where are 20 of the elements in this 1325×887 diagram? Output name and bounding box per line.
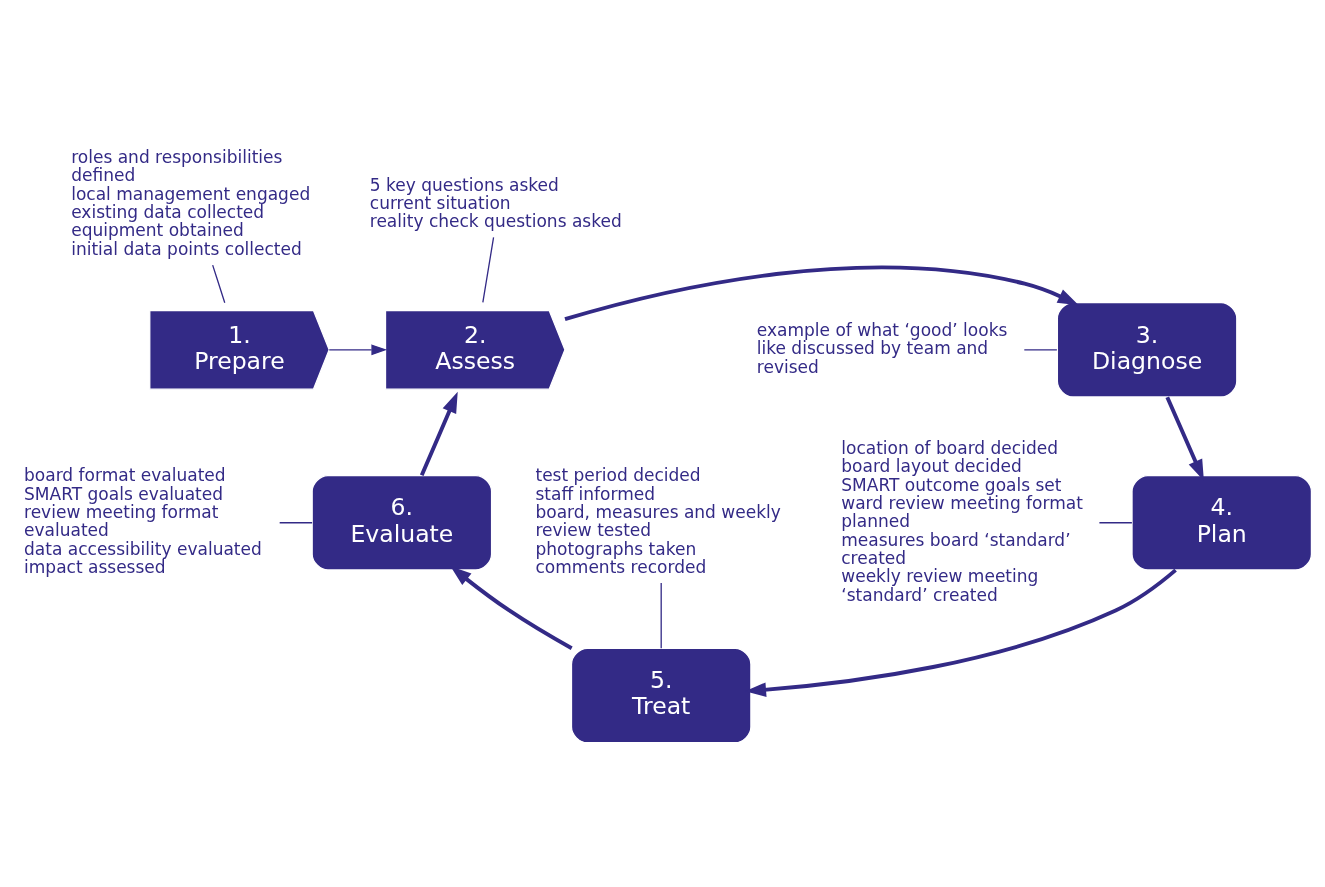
arrow — [328, 344, 388, 356]
arrow — [450, 566, 573, 650]
connector — [212, 264, 226, 304]
node-text: roles and responsibilities defined local management engaged existing data collected equipment obtained initial data points collected — [71, 147, 311, 259]
connector — [1098, 522, 1133, 524]
node-box: 4. Plan — [1131, 474, 1313, 571]
node-text: 5 key questions asked current situation reality check questions asked — [369, 174, 622, 232]
connector — [482, 236, 495, 303]
node-text: example of what ‘good’ looks like discussed by team and revised — [756, 319, 1008, 377]
node-box: 3. Diagnose — [1056, 302, 1238, 398]
node-box: 6. Evaluate — [311, 474, 493, 571]
connector — [279, 522, 313, 524]
node-box: 5. Treat — [570, 647, 752, 744]
connector — [1023, 349, 1058, 351]
arrow — [419, 391, 458, 477]
arrow — [564, 265, 1079, 322]
node-text: board format evaluated SMART goals evaluated review meeting format evaluated data accessibility evaluated impact assessed — [24, 465, 262, 578]
node-text: location of board decided board layout decided SMART outcome goals set ward review meeting format planned measures board ‘standard’ created weekly review meeting ‘standard’ created — [841, 437, 1083, 605]
node-text: test period decided staff informed board, measures and weekly review tested photographs taken comments recorded — [535, 465, 781, 578]
connector — [660, 582, 662, 649]
